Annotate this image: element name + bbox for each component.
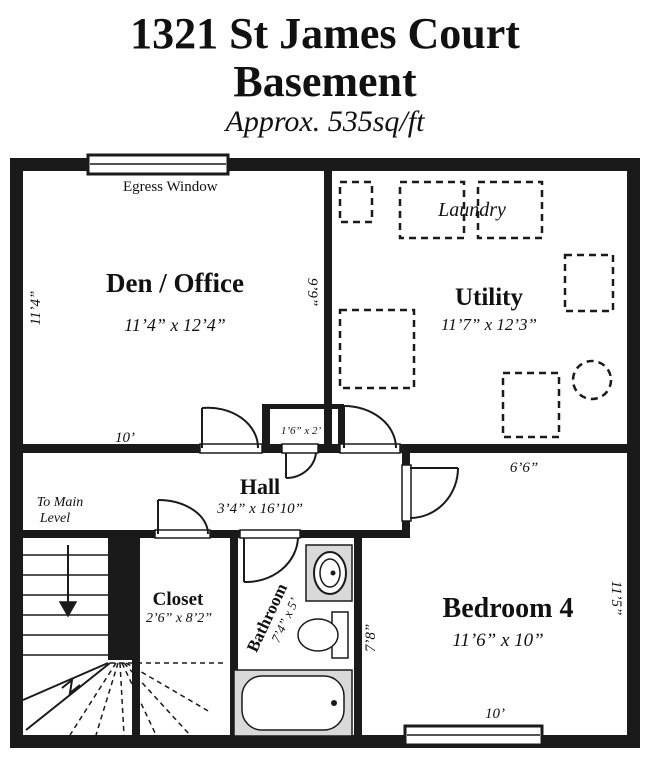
wall-hall-bottom-left	[20, 530, 155, 538]
utility-door-swing	[343, 405, 397, 449]
wall-hall-bottom-mid	[210, 530, 240, 538]
stairs	[22, 545, 226, 736]
plan-address: 1321 St James Court	[130, 9, 520, 58]
hall-right-dim: 6’6”	[510, 460, 538, 476]
doors	[154, 405, 459, 584]
toilet-bowl	[297, 618, 339, 652]
bedroom-left-dim: 7’8”	[363, 624, 379, 652]
wall-den-bottom-left	[20, 444, 200, 453]
wall-stair-closet	[108, 532, 134, 660]
wall-closet-right	[338, 404, 344, 452]
plan-area: Approx. 535sq/ft	[225, 105, 425, 138]
wall-bedroom-left-hall	[402, 520, 410, 538]
bathroom-door-swing	[243, 537, 299, 584]
den-door-swing	[201, 406, 260, 449]
bedroom-right-dim: 11’5”	[608, 581, 624, 616]
closet-size: 2’6” x 8’2”	[146, 611, 212, 626]
wall-bathroom-left	[230, 532, 238, 740]
appliance-heater	[501, 371, 561, 439]
wall-closet-left	[132, 532, 140, 740]
wall-closet-bottom-right	[318, 444, 340, 453]
laundry-label: Laundry	[437, 199, 506, 221]
den-size: 11’4” x 12’4”	[124, 315, 226, 335]
appliance-tank	[563, 253, 615, 313]
plan-level: Basement	[233, 57, 417, 106]
wall-bedroom-left-top	[402, 453, 410, 473]
bathroom-fixtures	[233, 544, 353, 737]
stairs-down-arrow	[58, 601, 78, 618]
wall-utility-bottom	[400, 444, 630, 453]
interior-walls	[20, 168, 630, 740]
closet-door-swing	[157, 499, 209, 535]
bedroom-door-swing	[409, 467, 459, 519]
to-main-level-line1: To Main	[37, 495, 84, 510]
den-label: Den / Office	[106, 268, 244, 298]
wall-closet-top	[262, 404, 342, 409]
sink-bowl	[313, 551, 347, 595]
appliance-round	[571, 359, 613, 401]
utility-size: 11’7” x 12’3”	[441, 315, 537, 334]
wall-bedroom-left	[354, 532, 362, 740]
wall-bottom	[10, 735, 640, 748]
wall-left	[10, 158, 23, 748]
wall-den-bottom-mid	[262, 444, 282, 453]
wall-den-utility	[324, 168, 332, 448]
den-left-dim: 11’4”	[28, 291, 44, 326]
small-closet-size: 1’6” x 2’	[281, 425, 322, 437]
hall-label: Hall	[240, 474, 280, 499]
egress-window-label: Egress Window	[123, 179, 218, 195]
bedroom-size: 11’6” x 10”	[452, 630, 543, 651]
den-right-dim: 9’9”	[304, 278, 320, 306]
small-closet-door-swing	[285, 452, 317, 480]
den-bottom-dim: 10’	[115, 430, 135, 446]
bedroom-label: Bedroom 4	[443, 593, 574, 624]
closet-label: Closet	[153, 589, 204, 610]
utility-label: Utility	[455, 284, 524, 311]
to-main-level-line2: Level	[39, 511, 70, 526]
wall-closet-left	[262, 404, 270, 452]
hall-size: 3’4” x 16’10”	[216, 501, 303, 517]
bedroom-bottom-dim: 10’	[485, 706, 505, 722]
appliance-small	[338, 180, 374, 224]
utility-appliances	[338, 180, 615, 439]
appliance-furnace	[338, 308, 416, 390]
wall-right	[627, 158, 640, 748]
